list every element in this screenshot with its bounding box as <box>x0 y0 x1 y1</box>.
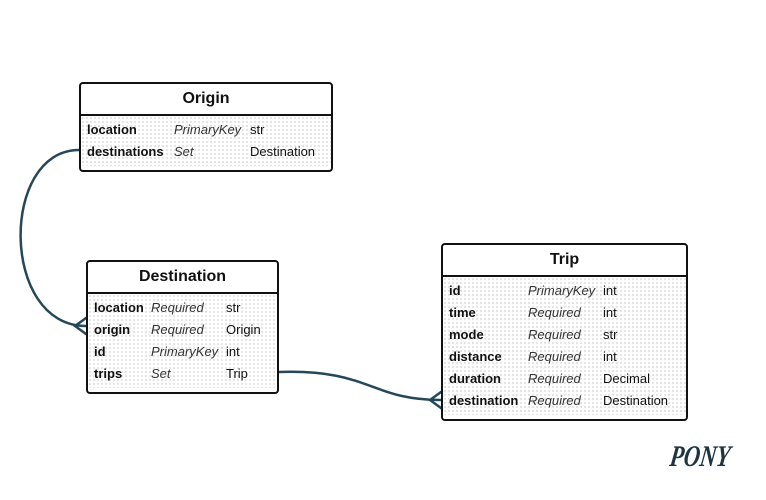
attribute-kind: Required <box>528 370 581 386</box>
logo-text: PONY <box>667 439 734 473</box>
attribute-type: str <box>226 299 241 315</box>
attribute-name: location <box>94 299 144 315</box>
entity-trip[interactable]: Trip id PrimaryKey int time Required int… <box>441 243 688 421</box>
attribute-type: str <box>603 326 618 342</box>
attribute-type: int <box>603 304 617 320</box>
attribute-name: id <box>449 282 461 298</box>
attribute-kind: PrimaryKey <box>528 282 596 298</box>
attribute-row[interactable]: location Required str <box>88 296 277 318</box>
attribute-type: int <box>603 348 617 364</box>
attribute-type: str <box>250 121 265 137</box>
attribute-type: Destination <box>603 392 669 408</box>
origin-destination-crowfoot-icon <box>72 316 88 336</box>
attribute-row[interactable]: origin Required Origin <box>88 318 277 340</box>
attribute-kind: Required <box>528 326 581 342</box>
attribute-row[interactable]: destinations Set Destination <box>81 140 331 162</box>
attribute-row[interactable]: distance Required int <box>443 345 686 367</box>
attribute-type: Trip <box>226 365 248 381</box>
attribute-type: Destination <box>250 143 316 159</box>
attribute-row[interactable]: mode Required str <box>443 323 686 345</box>
logo-eye-icon <box>685 441 689 445</box>
attribute-type: Decimal <box>603 370 650 386</box>
entity-destination[interactable]: Destination location Required str origin… <box>86 260 279 394</box>
attribute-kind: Required <box>528 348 581 364</box>
attribute-row[interactable]: time Required int <box>443 301 686 323</box>
attribute-kind: Required <box>151 321 204 337</box>
entity-origin[interactable]: Origin location PrimaryKey str destinati… <box>79 82 333 172</box>
attribute-kind: Set <box>174 143 194 159</box>
entity-attributes: location PrimaryKey str destinations Set… <box>81 116 331 166</box>
entity-title[interactable]: Destination <box>88 262 277 294</box>
attribute-row[interactable]: location PrimaryKey str <box>81 118 331 140</box>
attribute-row[interactable]: destination Required Destination <box>443 389 686 411</box>
attribute-row[interactable]: trips Set Trip <box>88 362 277 384</box>
attribute-name: id <box>94 343 106 359</box>
attribute-row[interactable]: id PrimaryKey int <box>443 279 686 301</box>
attribute-row[interactable]: duration Required Decimal <box>443 367 686 389</box>
attribute-type: int <box>226 343 240 359</box>
attribute-kind: Required <box>151 299 204 315</box>
attribute-kind: Set <box>151 365 171 381</box>
attribute-name: location <box>87 121 137 137</box>
destination-trip-link[interactable] <box>277 370 443 402</box>
attribute-type: Origin <box>226 321 261 337</box>
attribute-kind: Required <box>528 392 581 408</box>
attribute-type: int <box>603 282 617 298</box>
attribute-name: duration <box>449 370 501 386</box>
attribute-name: mode <box>449 326 484 342</box>
entity-attributes: id PrimaryKey int time Required int mode… <box>443 277 686 415</box>
attribute-name: trips <box>94 365 123 381</box>
attribute-kind: PrimaryKey <box>174 121 242 137</box>
attribute-kind: PrimaryKey <box>151 343 219 359</box>
attribute-name: origin <box>94 321 131 337</box>
entity-attributes: location Required str origin Required Or… <box>88 294 277 388</box>
entity-title[interactable]: Origin <box>81 84 331 116</box>
attribute-name: destination <box>449 392 519 408</box>
entity-title[interactable]: Trip <box>443 245 686 277</box>
attribute-name: distance <box>449 348 502 364</box>
logo-eye-icon <box>680 441 684 445</box>
pony-logo: PONY <box>667 439 734 473</box>
attribute-name: time <box>449 304 476 320</box>
attribute-name: destinations <box>87 143 164 159</box>
attribute-kind: Required <box>528 304 581 320</box>
destination-trip-crowfoot-icon <box>427 390 443 410</box>
attribute-row[interactable]: id PrimaryKey int <box>88 340 277 362</box>
origin-destination-link[interactable] <box>19 148 88 328</box>
